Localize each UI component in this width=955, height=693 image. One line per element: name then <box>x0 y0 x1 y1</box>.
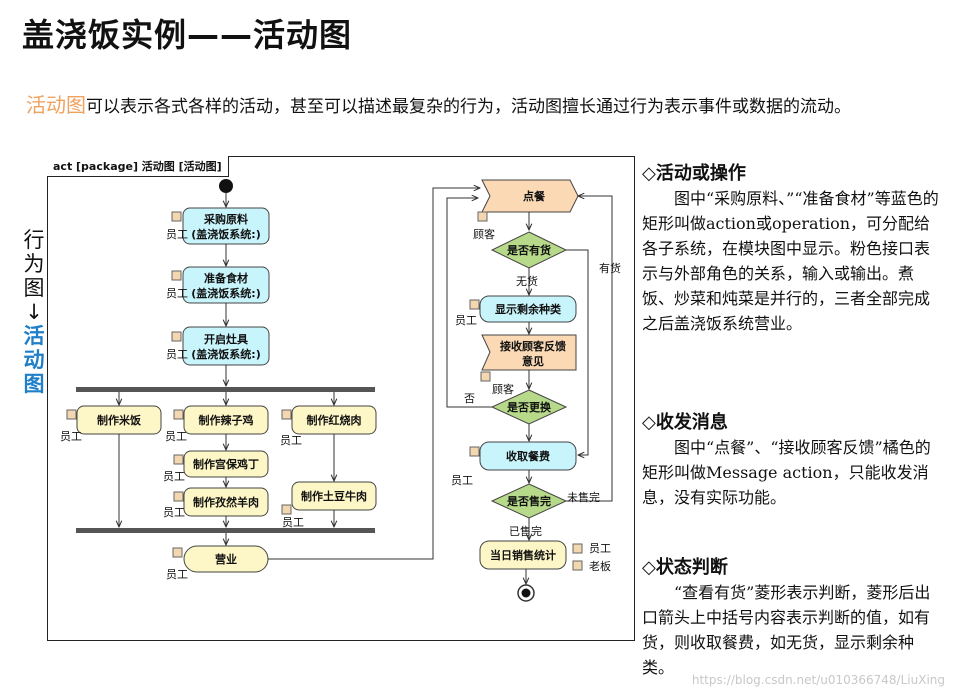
section-decision: ◇状态判断 “查看有货”菱形表示判断，菱形后出口箭头上中括号内容表示判断的值，如… <box>642 555 942 680</box>
vertical-char: 为 <box>23 252 45 276</box>
branch-label-has-stock-1: 有货 <box>599 261 621 275</box>
lane-label: 员工 <box>163 506 185 519</box>
lane-label: 员工 <box>163 470 185 483</box>
branch-label-sold-out: 已售完 <box>509 524 542 538</box>
pin <box>572 560 583 571</box>
start-node <box>219 179 233 193</box>
lane-label: 员工 <box>455 314 477 327</box>
action-stove-sub: (盖浇饭系统:) <box>191 347 260 361</box>
diagram-frame <box>47 156 635 641</box>
action-cumin-lamb-label: 制作孜然羊肉 <box>193 495 259 509</box>
section-messages: ◇收发消息 图中“点餐”、“接收顾客反馈”橘色的矩形叫做Message acti… <box>642 410 942 510</box>
vertical-char: 行 <box>23 228 45 252</box>
lane-label: 顾客 <box>492 382 514 396</box>
decision-sold-label: 是否售完 <box>506 494 551 508</box>
lane-label: 员工 <box>166 568 188 581</box>
action-prepare-sub: (盖浇饭系统:) <box>191 286 260 300</box>
message-feedback-label: 接收顾客反馈 <box>500 339 566 353</box>
frame-label: act [package] 活动图 [活动图] <box>47 156 229 177</box>
action-purchase-label: 采购原料 <box>203 212 248 226</box>
pin <box>173 454 184 465</box>
action-spicy-chicken-label: 制作辣子鸡 <box>199 413 254 427</box>
pin <box>171 331 182 342</box>
section-body: “查看有货”菱形表示判断，菱形后出口箭头上中括号内容表示判断的值，如有货，则收取… <box>642 583 931 677</box>
lane-label: 员工 <box>165 430 187 443</box>
action-show-remaining-label: 显示剩余种类 <box>495 302 562 316</box>
branch-label-not-sold: 未售完 <box>567 490 600 504</box>
section-heading: ◇活动或操作 <box>642 163 746 184</box>
message-order-label: 点餐 <box>523 189 546 203</box>
pin <box>172 547 183 558</box>
lane-label: 员工 <box>451 474 473 487</box>
vertical-label: 行 为 图 ↓ 活 动 图 <box>22 228 46 396</box>
branch-label-no-stock: 无货 <box>516 274 538 288</box>
action-stove-label: 开启灶具 <box>204 332 248 346</box>
action-collect-fee-label: 收取餐费 <box>506 449 550 463</box>
intro-text: 可以表示各式各样的活动，甚至可以描述最复杂的行为，活动图擅长通过行为表示事件或数… <box>86 97 851 117</box>
pin <box>469 446 480 457</box>
action-daily-stats <box>479 540 567 570</box>
branch-label-no: 否 <box>464 392 475 405</box>
vertical-arrow: ↓ <box>25 300 43 324</box>
end-node-inner <box>521 588 531 598</box>
lane-label: 员工 <box>166 287 188 300</box>
join-bar <box>76 528 375 533</box>
decision-stock-label: 是否有货 <box>506 243 551 257</box>
pin <box>469 299 480 310</box>
lane-label: 顾客 <box>473 227 495 241</box>
action-daily-stats-label: 当日销售统计 <box>490 548 556 562</box>
message-feedback-label-2: 意见 <box>522 354 544 368</box>
pin <box>281 409 292 420</box>
pin <box>477 211 488 222</box>
pin <box>171 211 182 222</box>
intro-paragraph: 活动图可以表示各式各样的活动，甚至可以描述最复杂的行为，活动图擅长通过行为表示事… <box>26 90 941 122</box>
pin <box>480 371 491 382</box>
action-kungpao-label: 制作宫保鸡丁 <box>193 457 259 471</box>
pin <box>173 491 184 502</box>
lane-label: 员工 <box>282 516 304 529</box>
pin <box>66 409 77 420</box>
lane-label: 老板 <box>589 559 611 573</box>
action-open-label: 营业 <box>215 552 237 566</box>
lane-label: 员工 <box>166 228 188 241</box>
lane-label: 员工 <box>589 542 611 555</box>
section-heading: ◇收发消息 <box>642 412 728 433</box>
action-purchase-sub: (盖浇饭系统:) <box>191 227 260 241</box>
page-title: 盖浇饭实例——活动图 <box>22 16 353 54</box>
pin <box>572 543 583 554</box>
pin <box>171 270 182 281</box>
vertical-char: 图 <box>23 276 45 300</box>
lane-label: 员工 <box>60 430 82 443</box>
watermark: https://blog.csdn.net/u010366748/LiuXing <box>691 673 945 687</box>
action-show-remaining <box>479 295 577 323</box>
action-collect-fee <box>479 441 577 471</box>
lane-label: 员工 <box>166 348 188 361</box>
pin <box>281 504 292 515</box>
action-potato-beef-label: 制作土豆牛肉 <box>301 489 367 503</box>
section-actions: ◇活动或操作 图中“采购原料、”“准备食材”等蓝色的矩形叫做action或ope… <box>642 161 942 336</box>
vertical-char-blue: 活 <box>23 324 45 348</box>
action-prepare-label: 准备食材 <box>204 271 248 285</box>
fork-bar <box>76 387 375 392</box>
vertical-char-blue: 动 <box>23 348 45 372</box>
message-order <box>481 179 579 213</box>
vertical-char-blue: 图 <box>23 372 45 396</box>
section-body: 图中“采购原料、”“准备食材”等蓝色的矩形叫做action或operation，… <box>642 189 939 333</box>
lane-label: 员工 <box>280 434 302 447</box>
action-braised-pork-label: 制作红烧肉 <box>307 413 362 427</box>
pin <box>173 409 184 420</box>
intro-highlight: 活动图 <box>26 93 86 117</box>
action-rice-label: 制作米饭 <box>97 413 141 427</box>
decision-change-label: 是否更换 <box>506 400 552 414</box>
section-body: 图中“点餐”、“接收顾客反馈”橘色的矩形叫做Message action，只能收… <box>642 438 931 507</box>
section-heading: ◇状态判断 <box>642 557 728 578</box>
